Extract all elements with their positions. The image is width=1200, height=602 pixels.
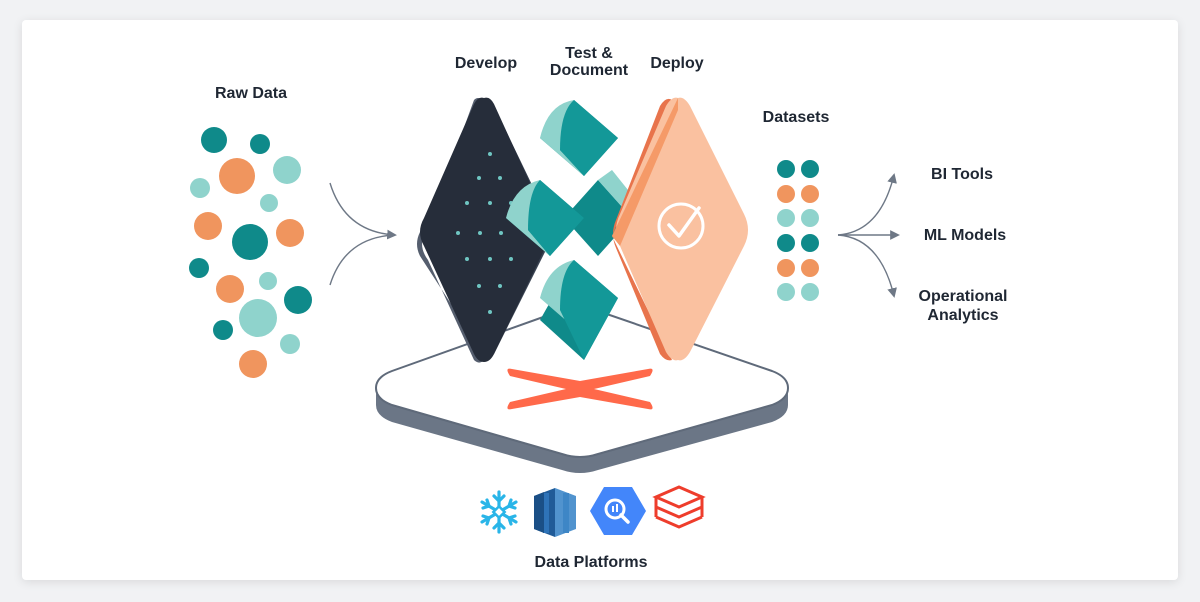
dbt-logo-icon <box>507 368 653 410</box>
test-document-label: Test & Document <box>550 45 628 79</box>
databricks-logo-icon <box>652 485 706 529</box>
datasets-label: Datasets <box>762 109 830 126</box>
checkmark-circle-icon <box>657 202 705 250</box>
deploy-label: Deploy <box>650 55 704 72</box>
input-arrows <box>329 182 397 286</box>
develop-block <box>417 97 552 363</box>
data-platforms-label: Data Platforms <box>534 554 648 571</box>
bigquery-logo-icon <box>590 487 646 535</box>
test-document-blocks <box>506 100 644 360</box>
operational-analytics-label: Operational Analytics <box>919 288 1008 324</box>
test-document-label-line1: Test & <box>565 45 613 62</box>
bi-tools-label: BI Tools <box>931 166 993 183</box>
snowflake-logo-icon <box>480 490 518 534</box>
output-arrows <box>837 173 900 298</box>
raw-data-label: Raw Data <box>214 85 288 102</box>
redshift-logo-icon <box>534 488 576 537</box>
operational-analytics-label-line1: Operational <box>918 288 1008 305</box>
operational-analytics-label-line2: Analytics <box>927 307 999 324</box>
test-document-label-line2: Document <box>549 62 629 79</box>
deploy-block <box>612 97 748 361</box>
raw-data-circles <box>189 127 312 378</box>
ml-models-label: ML Models <box>923 227 1007 244</box>
develop-label: Develop <box>454 55 518 72</box>
datasets-grid <box>777 160 819 301</box>
